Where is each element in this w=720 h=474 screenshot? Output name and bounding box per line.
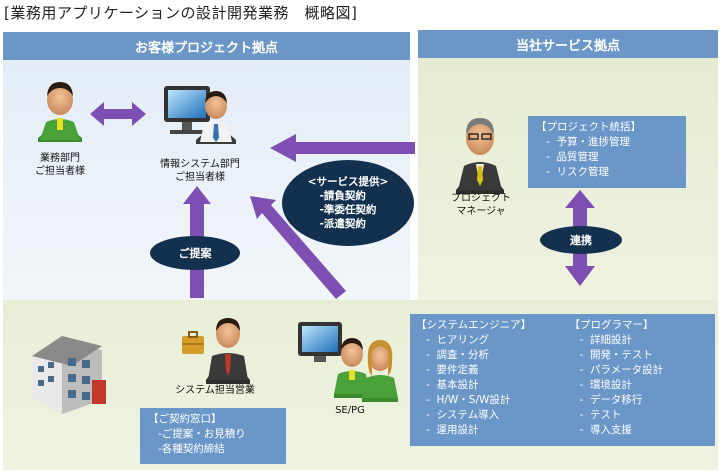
pm-line1: プロジェクト: [451, 193, 511, 204]
pm-line2: マネージャ: [456, 206, 506, 217]
se-item: ヒアリング: [436, 334, 489, 346]
se-item: 調査・分析: [436, 349, 489, 361]
contract-window-box: 【ご契約窓口】 -ご提案・お見積り -各種契約締結: [140, 408, 286, 464]
pm-box-item: リスク管理: [556, 166, 609, 178]
coordination-text: 連携: [570, 234, 592, 247]
project-management-box: 【プロジェクト統括】 - 予算・進捗管理 - 品質管理 - リスク管理: [528, 116, 686, 188]
pg-item: パラメータ設計: [589, 364, 664, 376]
proposal-oval: ご提案: [150, 236, 240, 270]
sepg-arrow-diagonal: [250, 196, 346, 299]
se-item: 基本設計: [436, 379, 479, 391]
it-dept-line2: ご担当者様: [175, 172, 225, 183]
pm-box-header: 【プロジェクト統括】: [536, 121, 641, 133]
client-link-arrow: [90, 102, 146, 126]
service-oval-item: -準委任契約: [319, 204, 377, 216]
business-dept-line2: ご担当者様: [35, 166, 85, 177]
se-item: 運用設計: [436, 424, 479, 436]
engineer-programmer-box: 【システムエンジニア】 - ヒアリング - 調査・分析 - 要件定義 - 基本設…: [410, 314, 715, 446]
se-header: 【システムエンジニア】: [416, 319, 532, 331]
sales-person-icon: [182, 318, 250, 384]
pg-item: 詳細設計: [589, 334, 632, 346]
sales-label: システム担当営業: [175, 385, 255, 396]
contract-box-item: -各種契約締結: [158, 443, 225, 455]
project-manager-icon: [456, 118, 504, 194]
project-manager-label: プロジェクト マネージャ: [446, 192, 516, 218]
client-heading-text: お客様プロジェクト拠点: [134, 40, 278, 56]
pg-header: 【プログラマー】: [569, 319, 654, 331]
office-building-icon: [32, 336, 106, 414]
business-dept-label: 業務部門 ご担当者様: [20, 152, 100, 178]
contract-box-item: -ご提案・お見積り: [158, 428, 246, 440]
pg-item: 開発・テスト: [589, 349, 653, 361]
se-item: 要件定義: [436, 364, 479, 376]
pm-box-item: 品質管理: [556, 151, 599, 163]
proposal-text: ご提案: [178, 247, 212, 260]
service-oval-item: -請負契約: [319, 190, 366, 202]
it-dept-label: 情報システム部門 ご担当者様: [150, 158, 250, 184]
pg-item: 環境設計: [589, 379, 632, 391]
se-item: H/W・S/W設計: [436, 394, 511, 406]
pg-item: テスト: [589, 409, 622, 421]
pg-column: 【プログラマー】 - 詳細設計 - 開発・テスト - パラメータ設計 - 環境設…: [569, 318, 709, 442]
service-heading-text: 当社サービス拠点: [515, 38, 620, 54]
se-column: 【システムエンジニア】 - ヒアリング - 調査・分析 - 要件定義 - 基本設…: [416, 318, 569, 442]
service-oval-item: -派遣契約: [319, 218, 366, 230]
it-person-with-monitor-icon: [164, 86, 236, 144]
pg-item: 導入支援: [589, 424, 632, 436]
se-pg-team-icon: [298, 322, 398, 402]
service-oval-header: <サービス提供>: [307, 176, 389, 188]
se-pg-label: SE/PG: [335, 405, 365, 416]
pg-item: データ移行: [589, 394, 643, 406]
contract-box-header: 【ご契約窓口】: [148, 413, 222, 425]
client-panel-heading: お客様プロジェクト拠点: [3, 32, 410, 60]
pm-box-item: 予算・進捗管理: [556, 136, 630, 148]
se-item: システム導入: [436, 409, 500, 421]
service-arrow-horizontal: [270, 134, 415, 162]
business-person-icon: [38, 82, 82, 142]
coordination-oval: 連携: [540, 226, 622, 254]
service-panel-heading: 当社サービス拠点: [418, 30, 718, 58]
page-title: [業務用アプリケーションの設計開発業務 概略図]: [4, 4, 358, 22]
it-dept-line1: 情報システム部門: [160, 159, 240, 170]
business-dept-line1: 業務部門: [40, 153, 80, 164]
service-provision-oval: <サービス提供> -請負契約 -準委任契約 -派遣契約: [282, 160, 414, 246]
